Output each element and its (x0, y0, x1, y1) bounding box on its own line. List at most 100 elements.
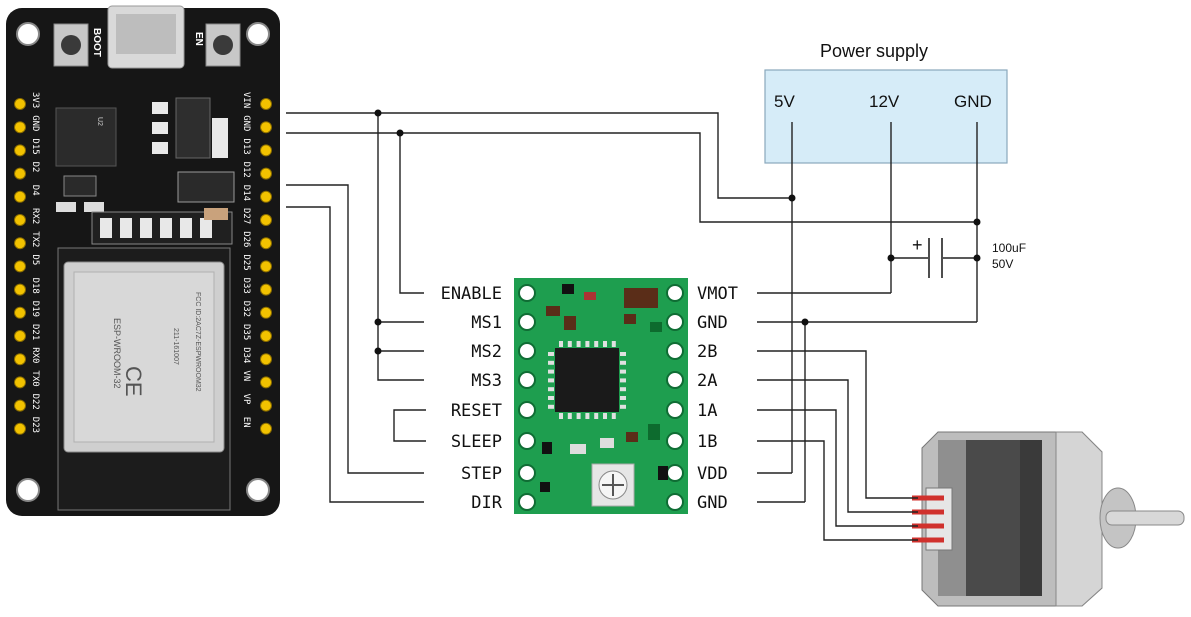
header-pin (260, 167, 272, 180)
header-pin (14, 399, 26, 412)
driver-pad (518, 432, 536, 450)
terminal-12v: 12V (869, 92, 900, 111)
junction-dot (788, 194, 796, 202)
driver-pin-label-right: 2A (697, 371, 717, 391)
chip-leg (620, 352, 626, 356)
chip-leg (603, 341, 607, 347)
driver-pin-label-right: GND (697, 313, 728, 333)
driver-pad (666, 284, 684, 302)
header-pin-label: RX2 (30, 208, 40, 224)
boot-label: BOOT (91, 28, 102, 57)
esp32-board: BOOT EN U2 ESP-WROOM-32 FCC ID:2AC7Z-ESP… (6, 5, 280, 516)
chip-leg (548, 387, 554, 392)
header-pin-label: EN (241, 417, 251, 428)
driver-pin-label-right: 1B (697, 432, 717, 452)
driver-pin-label-left: MS2 (471, 342, 502, 362)
header-pin-label: D35 (241, 324, 251, 340)
header-pin (260, 422, 272, 435)
chip-leg (548, 404, 554, 409)
header-pin-label: D23 (30, 417, 40, 433)
driver-pad (666, 342, 684, 360)
chip-leg (567, 341, 572, 347)
header-pin-label: VP (241, 394, 251, 405)
driver-pin-label-right: 2B (697, 342, 717, 362)
chip-leg (620, 360, 626, 365)
header-pin-label: D22 (30, 394, 40, 410)
header-pin (260, 190, 272, 203)
driver-pad (666, 371, 684, 389)
header-pin (260, 214, 272, 226)
en-label: EN (193, 32, 204, 46)
header-pin (14, 121, 26, 134)
header-pin (260, 144, 272, 157)
header-pin (14, 190, 26, 203)
driver-pin-label-left: ENABLE (441, 284, 502, 304)
junction-dot (887, 254, 895, 262)
driver-pin-label-right: 1A (697, 401, 717, 421)
driver-pad (518, 342, 536, 360)
chip-u2-label: U2 (96, 117, 103, 126)
chip-leg (620, 404, 626, 409)
junction-dot (973, 218, 981, 226)
driver-pin-label-right: VMOT (697, 284, 738, 304)
power-supply-box (764, 69, 1008, 164)
header-pin (14, 144, 26, 157)
right-header-labels: VINGNDD13D12D14D27D26D25D33D32D35D34VNVP… (241, 92, 251, 428)
chip-leg (611, 413, 616, 419)
header-pin (14, 330, 26, 342)
header-pin-label: TX0 (30, 370, 40, 386)
chip-leg (620, 369, 626, 374)
header-pin (14, 283, 26, 296)
driver-chip (555, 348, 619, 412)
driver-pad (518, 493, 536, 511)
chip-leg (594, 341, 599, 347)
chip-leg (594, 413, 599, 419)
driver-pad (518, 313, 536, 331)
capacitor: + 100uF 50V (891, 235, 1026, 278)
terminal-gnd: GND (954, 92, 992, 111)
header-pin (14, 98, 26, 110)
driver-pad (666, 464, 684, 482)
header-pin (260, 330, 272, 342)
junction-dot (374, 318, 382, 326)
junction-dot (973, 254, 981, 262)
header-pin-label: RX0 (30, 347, 40, 363)
driver-pad (666, 313, 684, 331)
header-pin (260, 306, 272, 319)
junction-dot (396, 129, 404, 137)
regulator (175, 97, 211, 159)
driver-pin-label-left: DIR (471, 493, 502, 513)
junction-dot (801, 318, 809, 326)
header-pin (260, 283, 272, 296)
chip-leg (548, 369, 554, 374)
terminal-5v: 5V (774, 92, 795, 111)
header-pin-label: VIN (241, 92, 251, 108)
chip-leg (548, 378, 554, 383)
power-supply-title: Power supply (820, 41, 928, 61)
driver-pad (518, 464, 536, 482)
header-pin (14, 237, 26, 250)
driver-pin-label-left: SLEEP (451, 432, 502, 452)
header-pin (14, 260, 26, 273)
driver-pad (518, 401, 536, 419)
chip-leg (620, 396, 626, 400)
header-pin (260, 260, 272, 273)
header-pin-label: 3V3 (30, 92, 40, 108)
chip-leg (620, 387, 626, 392)
chip-leg (585, 413, 590, 419)
chip-leg (548, 360, 554, 365)
chip-leg (611, 341, 616, 347)
chip-leg (585, 341, 590, 347)
header-pin-label: D19 (30, 301, 40, 317)
header-pin-label: D15 (30, 138, 40, 154)
header-pin-label: D34 (241, 347, 251, 363)
header-pin-label: D27 (241, 208, 251, 224)
driver-pad (666, 432, 684, 450)
ce-mark: CE (121, 366, 146, 397)
header-pin (14, 376, 26, 389)
header-pin-label: D14 (241, 185, 251, 201)
header-pin-label: D2 (30, 162, 40, 173)
header-pin-label: D26 (241, 231, 251, 247)
header-pin-label: D4 (30, 185, 40, 196)
header-pin-label: D25 (241, 254, 251, 270)
